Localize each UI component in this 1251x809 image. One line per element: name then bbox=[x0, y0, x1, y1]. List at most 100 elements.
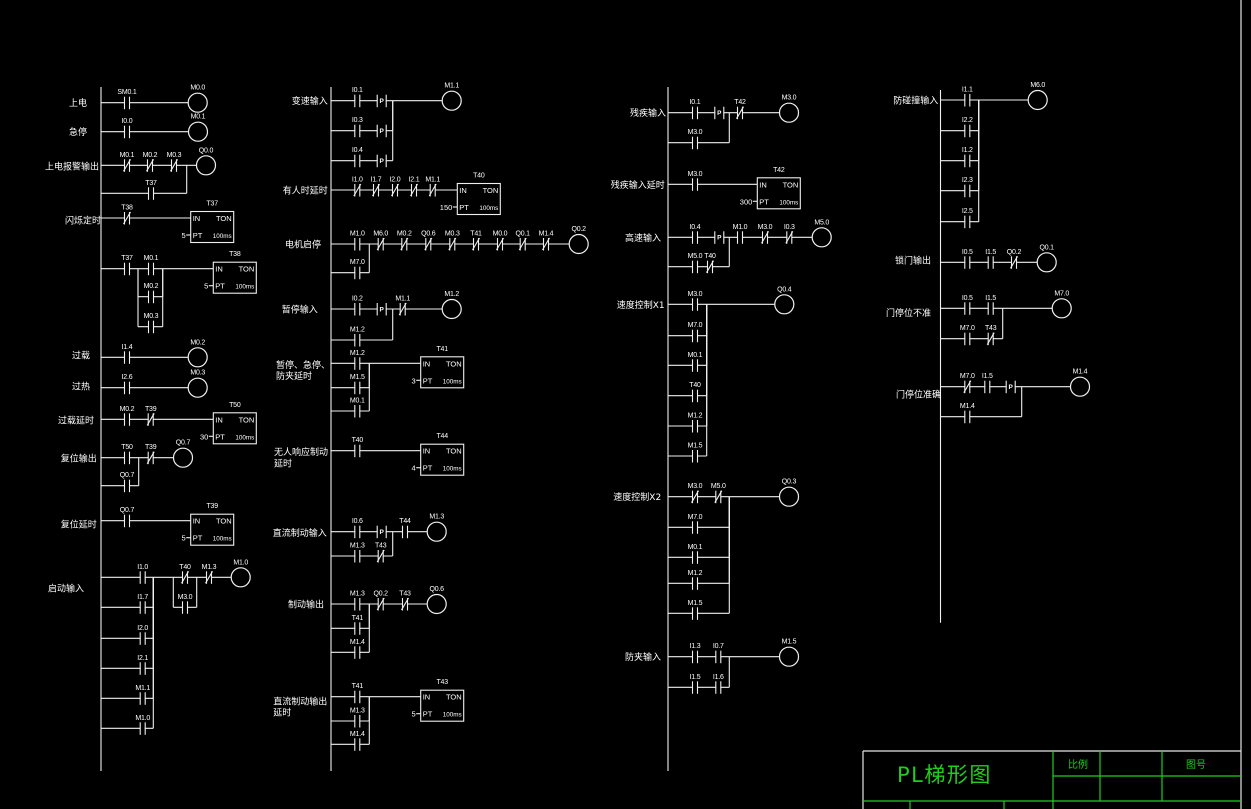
contact-normally-open: M1.5 bbox=[350, 374, 365, 395]
contact-address: M1.1 bbox=[395, 296, 410, 303]
contact-address: I2.6 bbox=[122, 374, 133, 381]
contact-address: I0.0 bbox=[122, 118, 133, 125]
coil-circle bbox=[778, 102, 800, 123]
timer-name: T37 bbox=[206, 201, 218, 208]
contact-gap bbox=[377, 530, 386, 534]
contact-address: M1.1 bbox=[135, 685, 150, 692]
contact-normally-open: Q0.7 bbox=[120, 472, 135, 493]
contact-address: I1.0 bbox=[137, 564, 148, 571]
contact-gap bbox=[692, 182, 698, 186]
contact-gap bbox=[985, 385, 990, 389]
contact-slash bbox=[146, 451, 155, 464]
timer-name: T40 bbox=[473, 173, 485, 180]
contact-address: I0.1 bbox=[352, 87, 363, 94]
contact-gap bbox=[355, 338, 360, 342]
contact-normally-open: T44 bbox=[399, 518, 411, 539]
contact-normally-closed: M0.0 bbox=[493, 231, 508, 251]
contact-normally-open: M1.4 bbox=[350, 639, 365, 659]
rung-label: 高速输入 bbox=[625, 232, 661, 244]
output-coil: M1.3 bbox=[426, 514, 447, 542]
contact-normally-open: I1.2 bbox=[962, 147, 973, 168]
rung-label: 无人响应制动 bbox=[274, 446, 328, 458]
contact-gap bbox=[988, 306, 993, 310]
contact-gap bbox=[355, 386, 360, 390]
contact-normally-open: I0.1 bbox=[352, 87, 363, 108]
contact-normally-open: I0.4 bbox=[690, 224, 701, 244]
contact-slash bbox=[448, 237, 457, 251]
contact-address: M0.2 bbox=[144, 283, 159, 290]
coil-circle bbox=[426, 521, 447, 542]
contact-address: T40 bbox=[704, 253, 716, 260]
contact-address: I0.1 bbox=[690, 99, 701, 106]
coil-circle bbox=[187, 377, 208, 398]
contact-address: M3.0 bbox=[688, 483, 703, 490]
coil-circle bbox=[778, 486, 800, 507]
contact-slash bbox=[410, 183, 418, 197]
timer-type: TON bbox=[483, 186, 499, 195]
title-block: PL梯形图 比例 图号 bbox=[862, 0, 1242, 809]
contact-normally-closed: I2.0 bbox=[390, 177, 401, 197]
contact-address: M3.0 bbox=[688, 171, 703, 178]
contact-slash bbox=[785, 231, 794, 244]
contact-slash bbox=[496, 237, 504, 251]
contact-normally-open: I2.6 bbox=[122, 374, 133, 395]
rung-label: 过载延时 bbox=[58, 415, 94, 427]
contact-normally-open: T41 bbox=[352, 615, 364, 635]
contact-gap bbox=[355, 695, 360, 699]
contact-address: Q0.1 bbox=[516, 231, 531, 238]
contact-normally-open: I0.3 bbox=[352, 117, 363, 138]
rising-edge-symbol: P bbox=[1009, 384, 1014, 391]
output-coil: Q0.2 bbox=[568, 226, 589, 255]
contact-rising-edge: P bbox=[714, 106, 725, 120]
rung-label: 门停位准确 bbox=[896, 389, 941, 401]
rising-edge-symbol: P bbox=[380, 529, 385, 536]
contact-normally-open: I0.4 bbox=[352, 147, 363, 168]
coil-circle bbox=[811, 227, 832, 248]
contact-normally-open: I2.3 bbox=[962, 177, 973, 198]
contact-address: SM0.1 bbox=[117, 89, 137, 96]
timer-type: TON bbox=[216, 214, 232, 223]
contact-address: I1.5 bbox=[985, 295, 996, 302]
parallel-branch: M0.1 bbox=[668, 496, 730, 564]
rung-label: 残疾输入延时 bbox=[611, 179, 665, 191]
contact-address: T41 bbox=[470, 231, 482, 238]
contact-address: I2.0 bbox=[390, 177, 401, 184]
contact-address: M7.0 bbox=[688, 514, 703, 521]
contact-address: M1.2 bbox=[688, 570, 703, 577]
contact-address: M1.4 bbox=[350, 639, 365, 646]
timer-in-label: IN bbox=[215, 265, 223, 274]
timer-preset: 300 bbox=[740, 197, 753, 206]
contact-gap bbox=[124, 130, 130, 134]
coil-address: M0.1 bbox=[191, 114, 206, 121]
parallel-branch: M3.0 bbox=[668, 112, 730, 150]
parallel-branch: M1.5 bbox=[668, 304, 708, 463]
contact-address: I0.4 bbox=[690, 224, 701, 231]
contact-address: I1.7 bbox=[137, 594, 148, 601]
rising-edge-symbol: P bbox=[717, 235, 722, 242]
timer-time-base: 100ms bbox=[213, 536, 232, 543]
contact-gap bbox=[355, 554, 360, 558]
contact-normally-open: M3.0 bbox=[688, 171, 703, 191]
contact-normally-closed: T40 bbox=[179, 564, 191, 584]
contact-address: I0.3 bbox=[784, 224, 795, 231]
contact-address: Q0.6 bbox=[421, 231, 436, 238]
contact-address: I2.2 bbox=[962, 117, 973, 124]
timer-preset: 5 bbox=[204, 282, 208, 291]
contact-normally-closed: Q0.2 bbox=[374, 591, 388, 611]
timer-time-base: 100ms bbox=[235, 284, 254, 291]
contact-normally-closed: Q0.2 bbox=[1007, 249, 1022, 269]
contact-normally-open: M3.0 bbox=[688, 291, 703, 311]
contact-address: I2.1 bbox=[137, 655, 148, 662]
contact-normally-open: T41 bbox=[352, 683, 364, 704]
contact-address: T43 bbox=[399, 591, 411, 598]
timer-pt-label: PT bbox=[759, 197, 769, 206]
timer-pt-label: PT bbox=[459, 203, 469, 212]
output-coil: M7.0 bbox=[1051, 290, 1072, 319]
